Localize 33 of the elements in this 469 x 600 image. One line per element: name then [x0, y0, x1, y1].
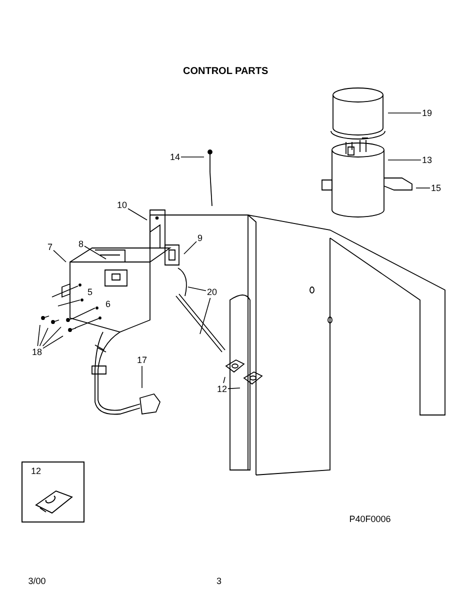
callout-number: 14	[170, 152, 180, 162]
leader-line	[53, 250, 66, 262]
leader-line	[42, 336, 64, 349]
leader-line	[228, 388, 240, 390]
callout-number: 15	[430, 183, 441, 193]
leader-line	[223, 376, 226, 384]
diagram-title: CONTROL PARTS	[183, 66, 268, 77]
leader-line	[39, 328, 48, 346]
leader-line	[188, 286, 206, 292]
callout-number: 19	[422, 108, 432, 118]
date-code: 3/00	[28, 576, 46, 586]
leader-line	[84, 246, 106, 260]
page-number: 3	[216, 576, 222, 586]
callout-number: 17	[136, 355, 147, 365]
leader-line	[128, 208, 148, 220]
callout-number: 12	[30, 466, 41, 476]
leader-line	[184, 241, 197, 254]
callout-number: 7	[47, 242, 52, 252]
leader-line	[180, 156, 204, 158]
leader-line	[37, 324, 40, 346]
callout-number: 9	[197, 233, 202, 243]
leader-line	[388, 112, 422, 114]
callout-number: 13	[422, 155, 432, 165]
leader-line	[200, 298, 211, 334]
callout-number: 5	[87, 287, 92, 297]
leader-line	[42, 326, 62, 346]
callout-number: 20	[206, 287, 217, 297]
callout-number: 12	[216, 384, 227, 394]
callout-number: 18	[32, 347, 42, 357]
callout-number: 8	[78, 239, 84, 249]
callout-number: 10	[116, 200, 127, 210]
callout-number: 6	[105, 299, 110, 309]
drawing-number: P40F0006	[349, 514, 391, 524]
